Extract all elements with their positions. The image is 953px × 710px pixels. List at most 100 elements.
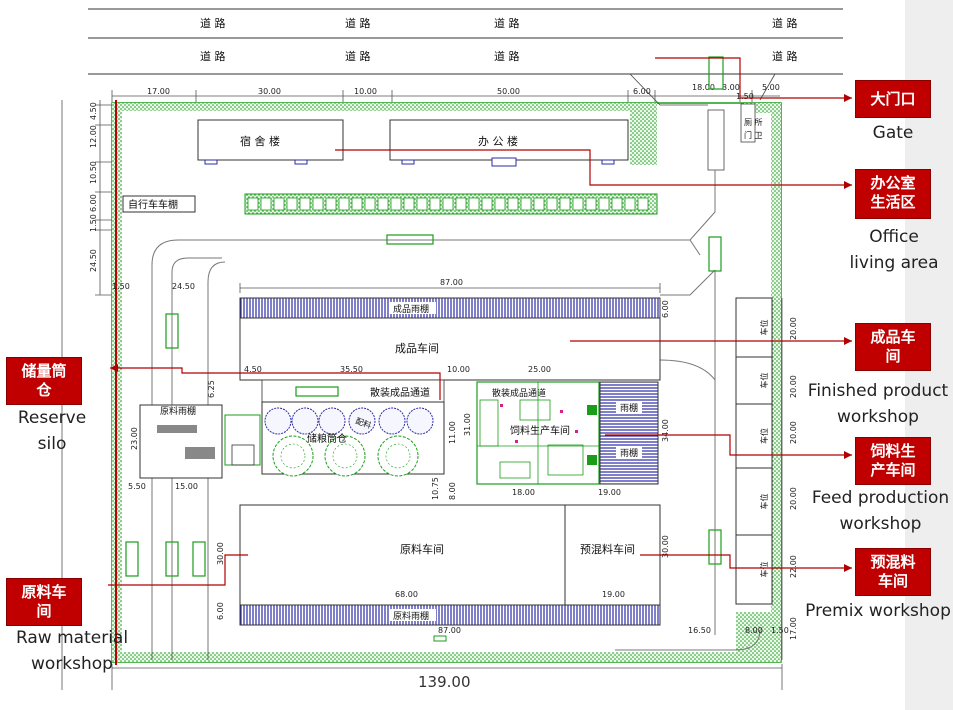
office-label: 办 公 楼 — [478, 134, 518, 148]
svg-text:30.00: 30.00 — [216, 542, 225, 565]
finished-product-shed — [239, 297, 661, 319]
bike-stall — [455, 197, 467, 211]
svg-text:20.00: 20.00 — [789, 375, 798, 398]
dim-17: 17.00 — [147, 87, 170, 96]
callout-office-english: Office living area — [849, 227, 939, 273]
feed-pink-markers — [500, 404, 578, 443]
raw-material-label: 原料车间 — [400, 542, 444, 556]
feed-dims: 11.00 31.00 10.75 8.00 18.00 19.00 — [431, 413, 621, 500]
dim-18: 18.00 — [692, 83, 715, 92]
svg-text:雨棚: 雨棚 — [620, 402, 638, 414]
svg-text:10.50: 10.50 — [89, 161, 98, 184]
road-labels: 道 路 道 路 道 路 道 路 道 路 道 路 道 路 道 路 — [200, 16, 798, 63]
raw-shed-label: 原料雨棚 — [160, 405, 196, 417]
premix-label: 预混料车间 — [580, 542, 635, 556]
svg-text:道 路: 道 路 — [772, 49, 798, 63]
bike-stall — [624, 197, 636, 211]
silo-label: 储粮筒仓 — [307, 432, 347, 445]
svg-text:6.00: 6.00 — [89, 194, 98, 212]
office-building — [389, 119, 629, 161]
large-silo — [324, 435, 366, 477]
svg-text:18.00: 18.00 — [512, 488, 535, 497]
svg-text:1.50: 1.50 — [771, 626, 789, 635]
raw-shed-left — [139, 404, 223, 479]
svg-text:20.00: 20.00 — [789, 421, 798, 444]
small-silo — [378, 407, 406, 435]
intake-equipment — [231, 444, 255, 466]
bike-stall — [273, 197, 285, 211]
site-boundary — [111, 100, 782, 665]
dormitory-building — [197, 119, 344, 161]
svg-text:22.00: 22.00 — [789, 555, 798, 578]
large-silo — [377, 435, 419, 477]
svg-text:10.00: 10.00 — [447, 365, 470, 374]
callout-office: 办公室 生活区 — [855, 169, 931, 219]
vertical-parking-spots — [125, 236, 722, 577]
callout-feed: 饲料生 产车间 — [855, 437, 931, 485]
svg-text:35.50: 35.50 — [340, 365, 363, 374]
raw-canopy-label: 原料雨棚 — [393, 610, 429, 622]
silo-parking — [295, 386, 339, 397]
dormitory-label: 宿 舍 楼 — [240, 134, 280, 148]
rain-shed-right — [599, 381, 659, 485]
truck-stall — [735, 534, 773, 605]
bike-stall — [416, 197, 428, 211]
truck-stall-label: 车位 — [759, 494, 769, 510]
svg-text:4.50: 4.50 — [244, 365, 262, 374]
top-dimension-values: 17.00 30.00 10.00 50.00 6.00 18.00 3.00 … — [147, 83, 780, 101]
truck-stall-label: 车位 — [759, 320, 769, 336]
svg-text:68.00: 68.00 — [395, 590, 418, 599]
bike-stall — [429, 197, 441, 211]
raw-shed-dims: 23.00 5.50 15.00 6.25 — [128, 380, 216, 491]
bike-stall — [377, 197, 389, 211]
svg-text:87.00: 87.00 — [438, 626, 461, 635]
bike-stall — [390, 197, 402, 211]
dim-10: 10.00 — [354, 87, 377, 96]
dim-6: 6.00 — [633, 87, 651, 96]
bike-stall — [468, 197, 480, 211]
building-entrances — [204, 157, 615, 167]
finished-shed-label-bg — [390, 302, 436, 314]
svg-text:8.00: 8.00 — [448, 482, 457, 500]
svg-text:6.00: 6.00 — [661, 300, 670, 318]
truck-stall — [735, 467, 773, 536]
svg-text:23.00: 23.00 — [130, 427, 139, 450]
finished-product-workshop — [239, 317, 661, 381]
svg-text:24.50: 24.50 — [89, 249, 98, 272]
dim-3: 3.00 — [722, 83, 740, 92]
lower-dims: 30.00 30.00 68.00 19.00 6.00 — [216, 535, 670, 620]
bike-stall — [546, 197, 558, 211]
raw-material-canopy — [239, 604, 661, 626]
bike-stall — [442, 197, 454, 211]
callout-finished-english: Finished product workshop — [807, 381, 949, 427]
truck-stall — [735, 356, 773, 405]
feed-equipment — [477, 382, 599, 484]
small-silo — [348, 407, 376, 435]
truck-stall-label: 车位 — [759, 562, 769, 578]
bottom-dimension-line — [111, 664, 783, 690]
leader-lines — [108, 57, 852, 586]
svg-text:5.50: 5.50 — [128, 482, 146, 491]
small-silo — [318, 407, 346, 435]
raw-shed-equipment — [157, 425, 215, 459]
svg-text:20.00: 20.00 — [789, 317, 798, 340]
svg-text:31.00: 31.00 — [463, 413, 472, 436]
right-dims: 20.00 20.00 20.00 20.00 22.00 17.00 — [789, 317, 798, 640]
feed-markers — [587, 405, 597, 465]
svg-text:16.50: 16.50 — [688, 626, 711, 635]
svg-text:6.00: 6.00 — [216, 602, 225, 620]
gate-parking-top — [708, 56, 724, 90]
svg-text:34.00: 34.00 — [661, 419, 670, 442]
bike-stall — [312, 197, 324, 211]
bike-stall — [481, 197, 493, 211]
guard-label: 门 卫 — [744, 130, 763, 140]
svg-text:12.00: 12.00 — [89, 125, 98, 148]
bike-stall — [559, 197, 571, 211]
internal-roads — [151, 170, 761, 660]
svg-text:11.00: 11.00 — [448, 421, 457, 444]
svg-text:雨棚: 雨棚 — [620, 447, 638, 459]
top-dimension-line — [111, 90, 780, 102]
total-width: 139.00 — [418, 673, 471, 691]
